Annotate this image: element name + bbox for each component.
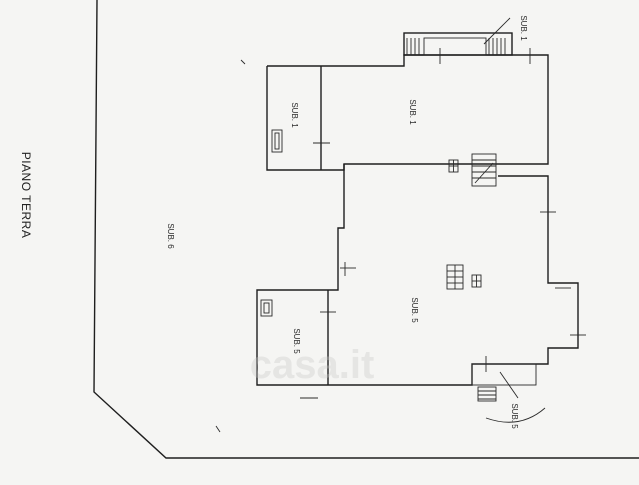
sub5-steps bbox=[477, 386, 497, 402]
label-sub5-main: SUB. 5 bbox=[410, 297, 419, 323]
stair-arrow bbox=[474, 162, 494, 184]
sub1-arrow bbox=[483, 17, 511, 45]
label-sub1-top: SUB. 1 bbox=[519, 15, 528, 41]
dimension-mark bbox=[240, 59, 246, 65]
sub1-fixture bbox=[271, 129, 283, 153]
sub1-landing bbox=[423, 37, 487, 56]
sub5-entrance bbox=[471, 363, 537, 386]
label-sub1-main: SUB. 1 bbox=[408, 99, 417, 125]
label-sub5-small: SUB. 5 bbox=[292, 328, 301, 354]
label-sub1-small: SUB. 1 bbox=[290, 102, 299, 128]
plan-title: PIANO TERRA bbox=[19, 152, 33, 239]
dimension-mark bbox=[215, 425, 221, 433]
sub1-stair bbox=[471, 153, 497, 187]
watermark: casa.it bbox=[250, 343, 375, 387]
plot-boundary bbox=[93, 0, 639, 459]
sub1-outline bbox=[266, 54, 549, 171]
block-sub5 bbox=[215, 59, 586, 433]
label-sub6: SUB. 6 bbox=[166, 223, 175, 249]
door-swing-arc bbox=[485, 407, 546, 423]
sub5-fixture bbox=[260, 299, 273, 317]
sub5-fixture-inner bbox=[263, 302, 270, 314]
sub1-fixture-inner bbox=[274, 132, 280, 150]
block-sub1 bbox=[266, 17, 549, 187]
label-sub5-bottom: SUB. 5 bbox=[510, 403, 519, 429]
sub5-arrow bbox=[499, 371, 519, 399]
